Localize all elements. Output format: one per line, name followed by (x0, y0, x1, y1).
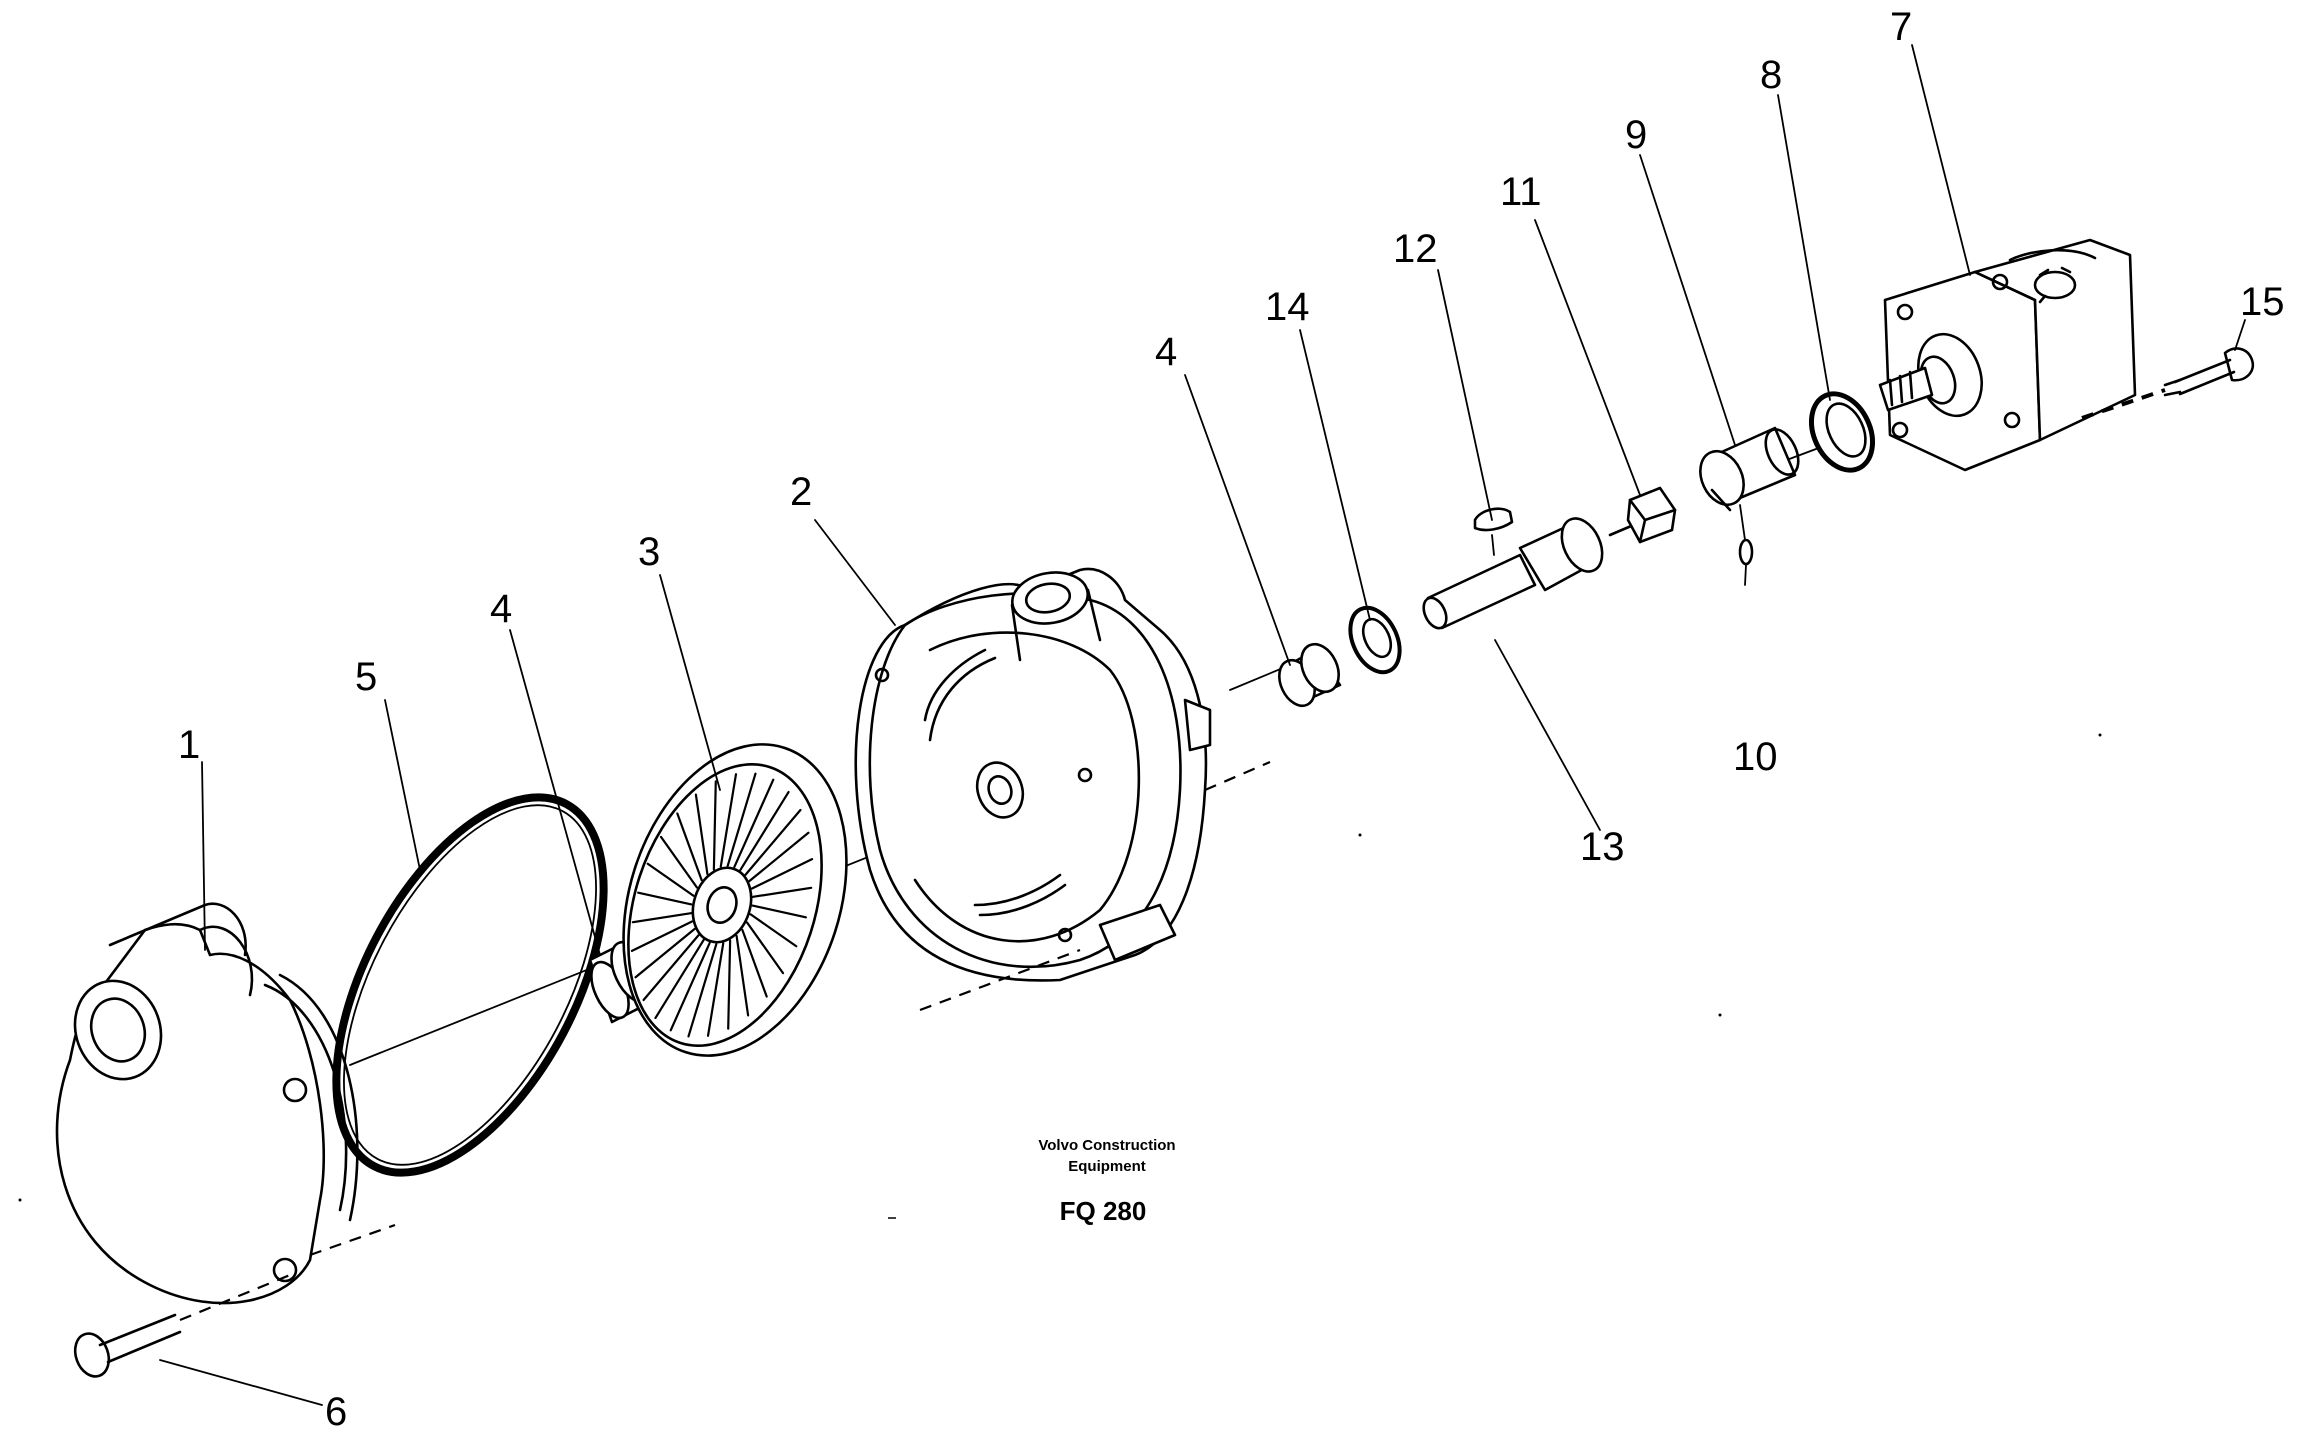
impeller (622, 743, 848, 1057)
pump-cover (55, 902, 359, 1305)
pump-housing (854, 567, 1271, 1012)
impeller-vane (751, 886, 813, 898)
shaft (1422, 516, 1652, 630)
impeller-vane (687, 943, 718, 1038)
impeller-vane (706, 942, 725, 1037)
label-7: 7 (1890, 5, 1912, 49)
label-14: 14 (1265, 285, 1310, 329)
label-12: 12 (1393, 227, 1438, 271)
impeller-vane (669, 941, 711, 1032)
label-11: 11 (1500, 170, 1542, 214)
seal-ring-8 (1809, 391, 1875, 473)
impeller-vane (733, 778, 775, 869)
motor (1878, 238, 2137, 472)
impeller-vane (631, 912, 693, 924)
impeller-vane (719, 773, 738, 868)
key (1473, 507, 1514, 556)
bolt-6 (73, 1223, 396, 1378)
impeller-vane (634, 927, 696, 979)
label-4-right: 4 (1155, 330, 1177, 374)
bushing-right (1278, 642, 1342, 708)
label-8: 8 (1760, 53, 1782, 97)
impeller-vane (751, 904, 807, 919)
impeller-vane (676, 812, 703, 882)
label-4-left: 4 (490, 587, 512, 631)
impeller-vane (642, 934, 700, 1002)
label-9: 9 (1625, 113, 1647, 157)
label-13: 13 (1580, 825, 1625, 869)
o-ring (332, 793, 608, 1177)
impeller-vane (749, 913, 798, 948)
impeller-vane (654, 938, 705, 1020)
impeller-vane (735, 934, 750, 1017)
impeller-vane (630, 920, 694, 952)
impeller-vane (646, 862, 695, 897)
set-screw (1738, 504, 1754, 586)
impeller-vane (694, 793, 709, 876)
impeller-vane (712, 780, 717, 871)
impeller-vane (741, 928, 768, 998)
coupling (1699, 426, 1800, 512)
seal-ring (1348, 605, 1402, 675)
label-2: 2 (790, 470, 812, 514)
label-6: 6 (325, 1390, 347, 1434)
impeller-vane (744, 808, 802, 876)
label-10: 10 (1733, 735, 1778, 779)
label-3: 3 (638, 530, 660, 574)
figure-code: FQ 280 (1060, 1196, 1147, 1226)
caption-line-2: Equipment (1068, 1158, 1146, 1175)
impeller-vane (748, 831, 810, 883)
impeller-vane (727, 939, 732, 1030)
leader-lines (159, 44, 2246, 1406)
impeller-vane (750, 858, 814, 890)
bolt-15 (2081, 347, 2255, 420)
label-1: 1 (178, 723, 200, 767)
impeller-vane (739, 790, 790, 872)
scan-specks (18, 733, 2102, 1219)
caption-line-1: Volvo Construction (1038, 1137, 1175, 1154)
label-15: 15 (2240, 280, 2285, 324)
coupling-block (1626, 486, 1677, 544)
impeller-vane (745, 921, 785, 975)
impeller-vane (637, 891, 693, 906)
impeller-vane (726, 772, 757, 867)
impeller-vane (659, 835, 699, 889)
label-5: 5 (355, 655, 377, 699)
